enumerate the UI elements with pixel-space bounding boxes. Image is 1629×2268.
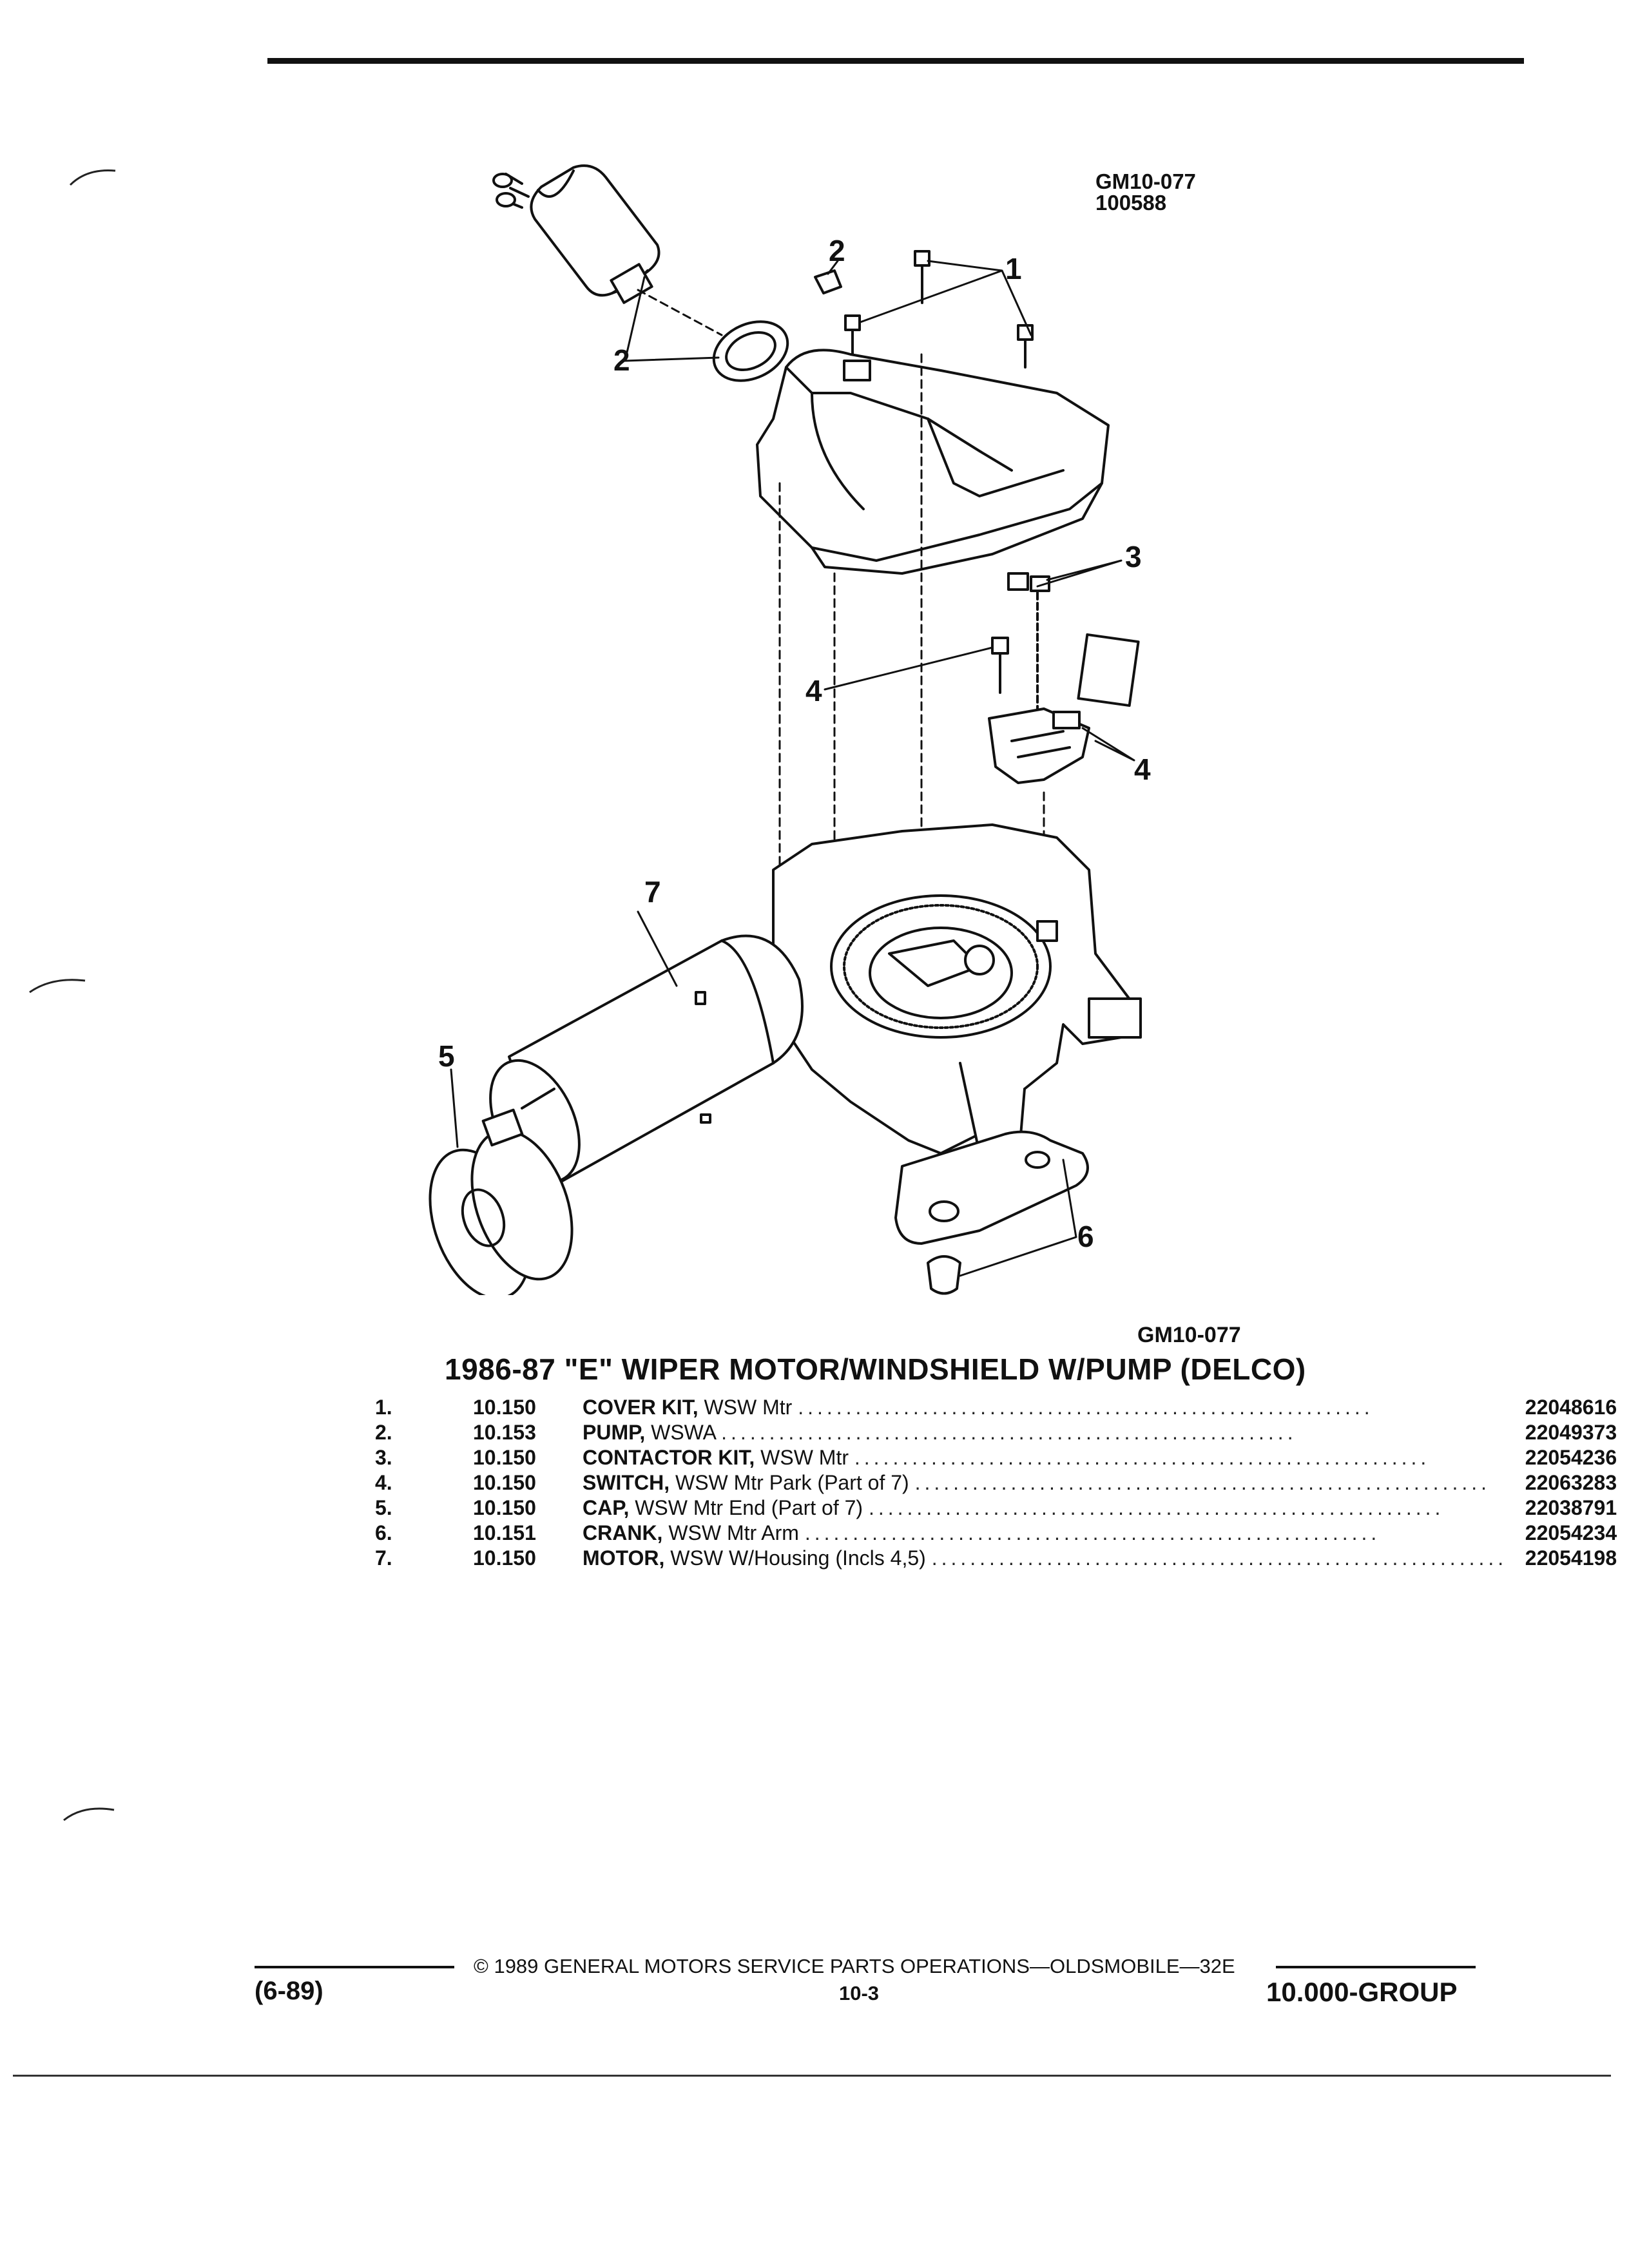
exploded-parts-diagram: 1 2 2 3 4 4 5 6 7 [429, 164, 1151, 1295]
contactor-kit [1007, 572, 1050, 729]
part-description: MOTOR, WSW W/Housing (Incls 4,5) .......… [583, 1546, 1507, 1571]
switch-screw [991, 637, 1009, 694]
callout-7: 7 [644, 875, 661, 908]
part-number: 22038791 [1525, 1496, 1617, 1519]
part-number: 22054236 [1525, 1446, 1617, 1469]
scan-mark [63, 1807, 115, 1821]
group-code: 10.151 [473, 1521, 536, 1544]
item-number: 1. [375, 1396, 392, 1419]
part-detail: WSW Mtr Arm [668, 1521, 799, 1544]
parts-row: 2. 10.153 PUMP, WSWA .....................… [361, 1420, 1617, 1445]
figure-code-bottom: GM10-077 [1137, 1323, 1241, 1347]
part-number: 22054198 [1525, 1546, 1617, 1570]
parts-row: 4. 10.150 SWITCH, WSW Mtr Park (Part of 7)… [361, 1470, 1617, 1495]
part-number: 22054234 [1525, 1521, 1617, 1544]
callout-4: 4 [805, 674, 822, 707]
part-name: CONTACTOR KIT, [583, 1446, 755, 1469]
callout-3: 3 [1125, 540, 1142, 573]
scan-mark [29, 979, 86, 994]
leader-dots: ........................................… [804, 1521, 1381, 1544]
part-description: SWITCH, WSW Mtr Park (Part of 7) .......… [583, 1470, 1507, 1495]
washer-pump [492, 164, 660, 304]
motor-end-cap [429, 1108, 574, 1295]
item-number: 3. [375, 1446, 392, 1469]
part-description: CAP, WSW Mtr End (Part of 7) ...........… [583, 1495, 1507, 1521]
callout-2: 2 [829, 234, 845, 267]
group-code: 10.150 [473, 1546, 536, 1570]
callout-2: 2 [613, 343, 630, 377]
part-detail: WSWA [651, 1421, 716, 1444]
parts-row: 3. 10.150 CONTACTOR KIT, WSW Mtr .........… [361, 1445, 1617, 1470]
page-number: 10-3 [839, 1982, 880, 2004]
part-name: MOTOR, [583, 1546, 665, 1570]
pump-grommet [712, 320, 789, 382]
motor-cover [756, 349, 1110, 575]
leader-dots: ........................................… [868, 1496, 1445, 1519]
item-number: 7. [375, 1546, 392, 1570]
contact-pad [1077, 633, 1140, 707]
part-description: CRANK, WSW Mtr Arm .....................… [583, 1521, 1507, 1546]
footer-rule-right [1276, 1966, 1476, 1968]
parts-list: 1. 10.150 COVER KIT, WSW Mtr .............… [361, 1395, 1617, 1571]
callout-5: 5 [438, 1039, 455, 1073]
item-number: 4. [375, 1471, 392, 1494]
cover-screws [844, 250, 1034, 369]
leader-dots: ........................................… [721, 1421, 1297, 1444]
group-code: 10.150 [473, 1496, 536, 1519]
item-number: 5. [375, 1496, 392, 1519]
callout-6: 6 [1077, 1220, 1094, 1253]
part-number: 22048616 [1525, 1396, 1617, 1419]
part-detail: WSW Mtr Park (Part of 7) [675, 1471, 909, 1494]
leader-dots: ........................................… [798, 1396, 1374, 1419]
crank-arm [894, 1130, 1089, 1295]
part-detail: WSW W/Housing (Incls 4,5) [670, 1546, 926, 1570]
part-detail: WSW Mtr [704, 1396, 793, 1419]
group-code: 10.150 [473, 1396, 536, 1419]
footer-rule-left [255, 1966, 454, 1968]
top-rule [267, 58, 1524, 64]
group-code: 10.150 [473, 1446, 536, 1469]
copyright-line: © 1989 GENERAL MOTORS SERVICE PARTS OPER… [474, 1955, 1235, 1977]
revision-date: (6-89) [255, 1977, 323, 2005]
parts-row: 1. 10.150 COVER KIT, WSW Mtr .............… [361, 1395, 1617, 1420]
part-name: SWITCH, [583, 1471, 670, 1494]
leader-dots: ........................................… [914, 1471, 1490, 1494]
leader-dots: ........................................… [931, 1546, 1508, 1570]
part-name: COVER KIT, [583, 1396, 699, 1419]
figure-date: 100588 [1095, 191, 1167, 215]
item-number: 6. [375, 1521, 392, 1544]
part-number: 22049373 [1525, 1421, 1617, 1444]
part-detail: WSW Mtr End (Part of 7) [635, 1496, 863, 1519]
section-title: 1986-87 "E" WIPER MOTOR/WINDSHIELD W/PUM… [445, 1352, 1306, 1386]
leader-dots: ........................................… [854, 1446, 1431, 1469]
group-number: 10.000-GROUP [1266, 1977, 1458, 2007]
scan-mark [69, 169, 116, 186]
part-description: PUMP, WSWA .............................… [583, 1420, 1507, 1445]
item-number: 2. [375, 1421, 392, 1444]
callout-4: 4 [1134, 753, 1151, 786]
park-switch [988, 707, 1090, 784]
figure-code: GM10-077 [1095, 169, 1196, 193]
bottom-rule [13, 2075, 1611, 2077]
part-description: CONTACTOR KIT, WSW Mtr .................… [583, 1445, 1507, 1470]
part-name: CRANK, [583, 1521, 663, 1544]
group-code: 10.150 [473, 1471, 536, 1494]
parts-row: 5. 10.150 CAP, WSW Mtr End (Part of 7) ...… [361, 1495, 1617, 1521]
part-number: 22063283 [1525, 1471, 1617, 1494]
part-detail: WSW Mtr [760, 1446, 849, 1469]
gear-housing [772, 823, 1142, 1173]
part-name: PUMP, [583, 1421, 646, 1444]
parts-row: 6. 10.151 CRANK, WSW Mtr Arm .............… [361, 1521, 1617, 1546]
part-description: COVER KIT, WSW Mtr .....................… [583, 1395, 1507, 1420]
parts-row: 7. 10.150 MOTOR, WSW W/Housing (Incls 4,5)… [361, 1546, 1617, 1571]
part-name: CAP, [583, 1496, 630, 1519]
leader-lines [450, 260, 1135, 1277]
callout-1: 1 [1005, 252, 1022, 285]
group-code: 10.153 [473, 1421, 536, 1444]
